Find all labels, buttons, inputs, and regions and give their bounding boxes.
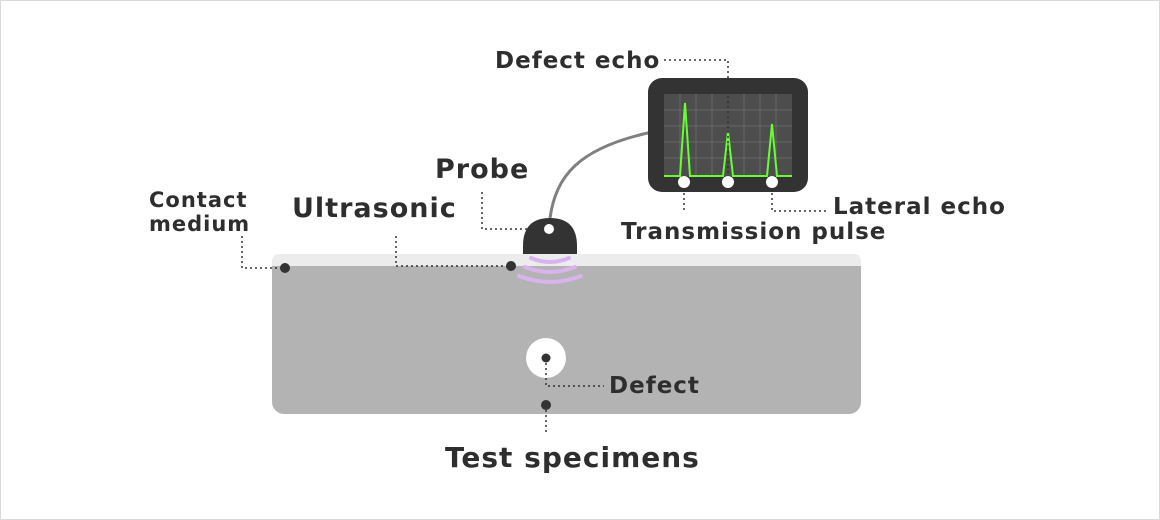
defect-leader [545, 358, 604, 387]
test-specimens-label: Test specimens [445, 441, 700, 474]
ultrasonic-waves [517, 256, 583, 284]
transmission-pulse-label: Transmission pulse [621, 219, 887, 245]
contact-medium-leader [241, 236, 285, 269]
probe-label: Probe [435, 154, 530, 185]
probe-cable [548, 130, 653, 219]
ultrasonic-label: Ultrasonic [292, 193, 457, 224]
lateral-echo-label: Lateral echo [833, 194, 1006, 220]
probe-icon [523, 218, 577, 254]
contact-medium-label: Contact medium [149, 188, 250, 236]
contact-medium-line2: medium [149, 212, 251, 236]
defect-dot [541, 353, 551, 363]
oscilloscope-icon [648, 78, 808, 192]
probe-leader [481, 192, 527, 230]
defect-echo-leader [664, 59, 729, 176]
test-specimen-block [272, 254, 861, 414]
defect-label: Defect [609, 373, 700, 399]
ultrasonic-dot [506, 261, 516, 271]
defect-echo-label: Defect echo [495, 48, 661, 74]
contact-medium-line1: Contact [149, 188, 248, 212]
ultrasonic-leader [395, 236, 511, 267]
contact-medium-dot [280, 263, 290, 273]
test-specimens-dot [541, 400, 551, 410]
